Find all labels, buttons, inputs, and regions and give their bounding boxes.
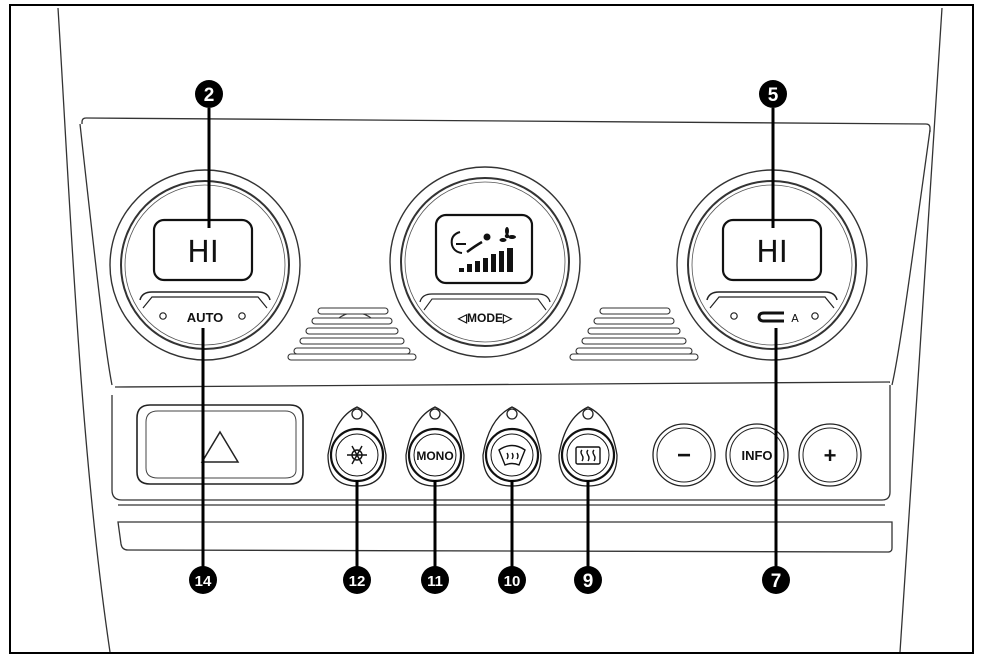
- left-indicator-dot: [159, 312, 167, 320]
- front-defrost-led: [506, 408, 518, 420]
- info-button[interactable]: INFO: [725, 423, 789, 487]
- recirc-auto-label: A: [791, 312, 799, 325]
- hazard-triangle-icon: [200, 430, 240, 463]
- recirculation-icon: [757, 311, 784, 323]
- front-defrost-icon: [498, 444, 526, 466]
- callout-11: 11: [421, 566, 449, 594]
- snowflake-ac-icon: [347, 445, 367, 465]
- dashboard-outline: [57, 7, 943, 653]
- minus-button[interactable]: −: [652, 423, 716, 487]
- svg-text:7: 7: [771, 571, 782, 592]
- callout-7: 7: [762, 566, 790, 594]
- front-defrost-button[interactable]: [482, 406, 542, 487]
- plus-label: +: [824, 443, 837, 468]
- rear-defrost-button[interactable]: [558, 406, 618, 487]
- callout-9: 9: [574, 566, 602, 594]
- left-temp-readout: HI: [187, 235, 218, 270]
- svg-text:11: 11: [427, 573, 443, 590]
- callout-5: 5: [759, 80, 787, 108]
- callout-2: 2: [195, 80, 223, 108]
- auto-label: AUTO: [187, 310, 224, 325]
- callout-10: 10: [498, 566, 526, 594]
- hazard-button[interactable]: [136, 404, 304, 485]
- left-indicator-dot: [238, 312, 246, 320]
- mode-label: ◁MODE▷: [457, 311, 513, 325]
- svg-text:2: 2: [204, 85, 215, 106]
- fan-speed-bars: [459, 248, 513, 272]
- svg-text:9: 9: [583, 571, 594, 592]
- right-indicator-dot: [811, 312, 819, 320]
- ac-led: [351, 408, 363, 420]
- mono-led: [429, 408, 441, 420]
- rear-defrost-icon: [575, 446, 601, 465]
- svg-text:12: 12: [349, 573, 366, 590]
- plus-button[interactable]: +: [798, 423, 862, 487]
- svg-text:5: 5: [768, 85, 779, 106]
- minus-label: −: [677, 442, 691, 469]
- right-vent-grille: [569, 307, 699, 361]
- right-temperature-display: HI: [721, 218, 823, 282]
- left-vent-grille: [287, 307, 417, 361]
- mono-label: MONO: [416, 449, 453, 463]
- left-temperature-display: HI: [152, 218, 254, 282]
- rear-defrost-led: [582, 408, 594, 420]
- info-label: INFO: [741, 448, 772, 463]
- svg-text:10: 10: [504, 573, 521, 590]
- svg-text:14: 14: [195, 573, 212, 590]
- ac-button[interactable]: [327, 406, 387, 487]
- airflow-fan-icon: [450, 227, 516, 254]
- callout-12: 12: [343, 566, 371, 594]
- right-temp-readout: HI: [756, 235, 787, 270]
- mode-display: [434, 213, 534, 285]
- callout-14: 14: [189, 566, 217, 594]
- callout-leader-lines: [201, 108, 778, 568]
- right-indicator-dot: [730, 312, 738, 320]
